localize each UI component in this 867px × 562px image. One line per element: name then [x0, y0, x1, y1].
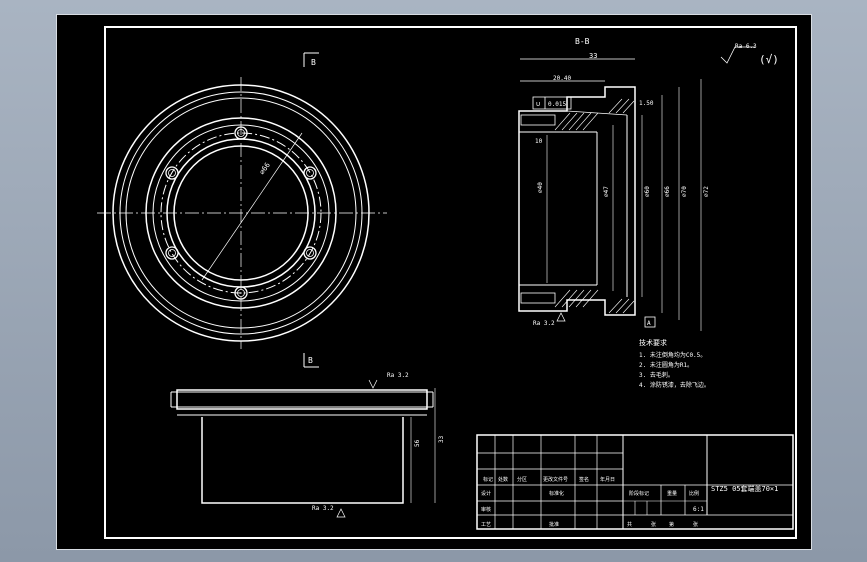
dim-d70: ⌀70: [681, 186, 688, 197]
tb-cell-sign: 签名: [579, 476, 589, 483]
tb-cell-weight: 重量: [667, 490, 677, 497]
tb-cell-doc: 更改文件号: [543, 476, 568, 483]
roughness-top-face: Ra 3.2: [387, 372, 409, 379]
tb-cell-date: 年月日: [600, 476, 615, 483]
dim-d40: ⌀40: [537, 182, 544, 193]
tech-notes-title: 技术要求: [639, 338, 667, 347]
dim-step: 1.50: [639, 100, 654, 107]
part-name: STZ5 05套端盖70×1: [711, 484, 778, 493]
tech-note-3: 3. 去毛刺。: [639, 371, 674, 379]
roughness-section: Ra 3.2: [533, 320, 555, 327]
tb-cell-count: 处数: [498, 476, 508, 483]
bottom-view: 56 33 Ra 3.2 Ra 3.2: [170, 372, 445, 518]
roughness-general: Ra 6.3: [735, 43, 757, 50]
tb-cell-total: 共: [627, 521, 632, 528]
dim-d60: ⌀60: [644, 186, 651, 197]
tech-notes: 技术要求 1. 未注倒角均为C0.5。 2. 未注圆角为R1。 3. 去毛刺。 …: [639, 338, 710, 389]
datum-a: A: [647, 320, 651, 327]
tb-cell-sheet: 张: [693, 521, 698, 528]
tb-cell-scale-label: 比例: [689, 490, 699, 497]
tb-cell-check: 审核: [481, 506, 491, 513]
dim-d66: ⌀66: [664, 186, 671, 197]
section-label: B-B: [575, 37, 590, 46]
tb-cell-zone: 分区: [517, 476, 527, 483]
dim-20: 20.40: [553, 75, 571, 82]
tb-cell-design: 设计: [481, 490, 491, 497]
title-block-text: 标记 处数 分区 更改文件号 签名 年月日 设计 标准化 阶段标记 重量 比例 …: [481, 476, 778, 528]
section-view: B-B 33 20.40 ∪ 0.015 1.50 10: [518, 37, 710, 331]
tech-note-2: 2. 未注圆角为R1。: [639, 361, 693, 369]
tech-note-1: 1. 未注倒角均为C0.5。: [639, 351, 706, 359]
dim-d47: ⌀47: [603, 186, 610, 197]
inner-border: [104, 26, 797, 539]
tb-cell-process: 工艺: [481, 522, 491, 528]
view-label-bottom: B: [308, 356, 313, 365]
view-label-top: B: [311, 58, 316, 67]
tb-cell-stage: 阶段标记: [629, 490, 649, 497]
tb-cell-mark: 标记: [483, 476, 493, 483]
bolt-circle-dim: ⌀66: [258, 161, 272, 176]
drawing-frame: ⌀66 B B B-B 33 20.40: [56, 14, 812, 550]
tol-symbol: ∪: [536, 100, 540, 108]
tb-cell-approve: 批准: [549, 521, 559, 528]
dim-d72: ⌀72: [703, 186, 710, 197]
dim-33-height: 33: [438, 435, 445, 443]
tb-cell-std: 标准化: [549, 490, 564, 497]
tb-cell-num: 第: [669, 521, 674, 528]
scale-value: 6:1: [693, 506, 704, 513]
top-view-circles: ⌀66 B B: [97, 52, 387, 368]
tol-value: 0.015: [548, 101, 566, 108]
roughness-paren: (√): [759, 53, 779, 66]
dim-depth: 10: [535, 138, 543, 145]
roughness-bottom: Ra 3.2: [312, 505, 334, 512]
tb-cell-sheets: 张: [651, 521, 656, 528]
tech-note-4: 4. 涂防锈漆，去除飞边。: [639, 381, 710, 389]
title-block: [476, 434, 794, 530]
dim-33: 33: [589, 52, 597, 60]
dim-56: 56: [414, 439, 421, 447]
cad-drawing: ⌀66 B B B-B 33 20.40: [97, 26, 797, 539]
